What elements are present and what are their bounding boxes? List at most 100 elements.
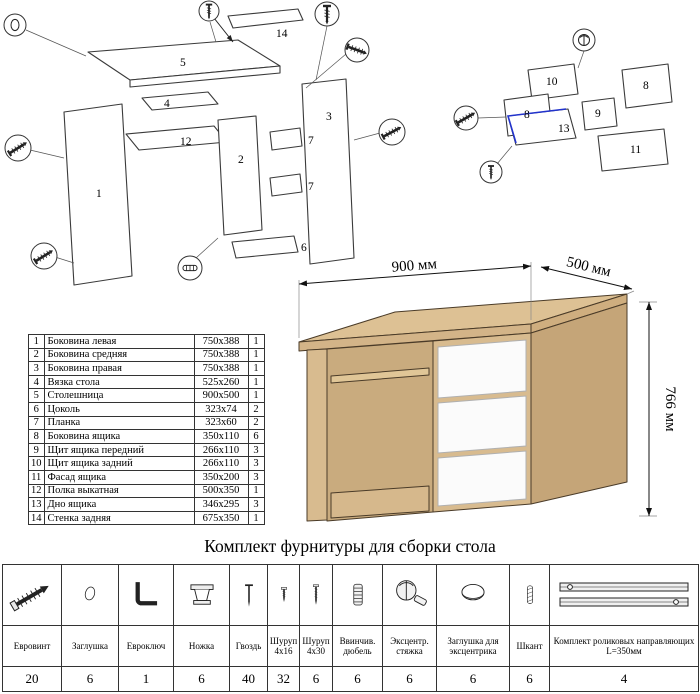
- drawer-slides-icon: [559, 582, 689, 607]
- foot-icon: [189, 584, 214, 605]
- part-label: 3: [326, 111, 332, 123]
- parts-cell-qty: 1: [247, 361, 265, 376]
- parts-cell-num: 14: [28, 510, 45, 526]
- parts-cell-qty: 1: [247, 510, 265, 526]
- desk-exploded-diagram: 14 5 4 12 2 1 3 7 7 6: [3, 0, 406, 286]
- exploded-desk-parts: [63, 8, 355, 286]
- parts-cell-num: 4: [28, 374, 45, 390]
- nail-icon: [244, 584, 253, 607]
- part-drawer-facade: [597, 128, 669, 172]
- part-label: 6: [301, 242, 307, 254]
- parts-cell-name: Щит ящика передний: [43, 442, 195, 458]
- hardware-qty: 1: [118, 666, 174, 692]
- leader-lines: [25, 21, 381, 264]
- part-label: 8: [524, 109, 530, 121]
- parts-cell-size: 675x350: [193, 510, 249, 526]
- dimension-lines: [298, 263, 652, 516]
- part-label: 5: [180, 57, 186, 69]
- drawer-front-2: [437, 395, 527, 454]
- parts-cell-num: 7: [28, 415, 45, 431]
- part-tie-panel: [141, 91, 219, 111]
- screw-in-dowel-icon: [352, 583, 363, 606]
- part-plank-bottom: [269, 173, 303, 197]
- parts-cell-name: Дно ящика: [43, 497, 195, 512]
- hardware-name: Шуруп 4x16: [267, 625, 300, 667]
- parts-cell-qty: 2: [247, 415, 265, 431]
- parts-cell-size: 350x110: [193, 429, 249, 444]
- parts-cell-name: Столешница: [43, 388, 195, 403]
- hardware-name: Эксцентр. стяжка: [382, 625, 437, 667]
- hardware-name: Шкант: [509, 625, 550, 667]
- part-label: 14: [276, 28, 288, 40]
- parts-cell-size: 346x295: [193, 497, 249, 512]
- screw-long-icon: [313, 584, 319, 605]
- part-back-panel: [227, 8, 304, 29]
- parts-cell-qty: 1: [247, 347, 265, 363]
- dim-height-label: 766 мм: [662, 386, 678, 432]
- drawer-exploded-diagram: 10 8 9 8 13 11: [453, 28, 673, 184]
- wood-dowel-icon: [526, 585, 533, 604]
- parts-cell-size: 350x200: [193, 469, 249, 485]
- hardware-qty: 6: [436, 666, 510, 692]
- parts-cell-name: Полка выкатная: [43, 483, 195, 499]
- hardware-name: Заглушка: [61, 625, 119, 667]
- hardware-name: Ввинчив. дюбель: [332, 625, 383, 667]
- part-label: 7: [308, 135, 314, 147]
- parts-cell-name: Стенка задняя: [43, 510, 195, 526]
- hardware-qty-row: 20 6 1 6 40 32 6 6 6 6 6 4: [2, 666, 699, 692]
- parts-cell-qty: 6: [247, 429, 265, 444]
- parts-cell-size: 266x110: [193, 456, 249, 471]
- parts-cell-qty: 1: [247, 334, 265, 349]
- parts-cell-name: Вязка стола: [43, 374, 195, 390]
- screw-small-icon: [280, 587, 287, 602]
- hardware-kit-title: Комплект фурнитуры для сборки стола: [204, 536, 496, 556]
- part-label: 1: [96, 188, 102, 200]
- hardware-name: Шуруп 4x30: [299, 625, 333, 667]
- parts-cell-name: Боковина ящика: [43, 429, 195, 444]
- parts-cell-num: 11: [28, 469, 45, 485]
- part-label: 10: [546, 76, 558, 88]
- parts-cell-num: 5: [28, 388, 45, 403]
- hardware-qty: 6: [509, 666, 550, 692]
- parts-cell-qty: 3: [247, 442, 265, 458]
- parts-cell-num: 2: [28, 347, 45, 363]
- part-drawer-back: [527, 63, 579, 101]
- parts-cell-num: 3: [28, 361, 45, 376]
- leader-lines: [477, 50, 585, 165]
- parts-cell-name: Планка: [43, 415, 195, 431]
- parts-cell-num: 8: [28, 429, 45, 444]
- parts-cell-qty: 1: [247, 388, 265, 403]
- parts-cell-num: 9: [28, 442, 45, 458]
- hardware-name: Заглушка для эксцентрика: [436, 625, 510, 667]
- parts-cell-num: 12: [28, 483, 45, 499]
- parts-cell-num: 1: [28, 334, 45, 349]
- hardware-qty: 6: [61, 666, 119, 692]
- plug-icon: [84, 586, 96, 601]
- parts-cell-name: Фасад ящика: [43, 469, 195, 485]
- parts-cell-size: 266x110: [193, 442, 249, 458]
- part-label: 4: [164, 98, 170, 110]
- parts-cell-name: Боковина средняя: [43, 347, 195, 363]
- part-label: 13: [558, 123, 570, 135]
- desk-right-side: [530, 302, 628, 505]
- exploded-drawer-parts: [503, 63, 673, 172]
- part-tabletop-edge: [129, 65, 281, 88]
- hardware-name: Гвоздь: [229, 625, 268, 667]
- part-drawer-front-shield: [581, 97, 618, 131]
- parts-cell-size: 323x60: [193, 415, 249, 431]
- parts-cell-name: Боковина левая: [43, 334, 195, 349]
- hardware-names-row: Евровинт Заглушка Евроключ Ножка Гвоздь …: [2, 625, 699, 667]
- parts-cell-num: 10: [28, 456, 45, 471]
- parts-cell-name: Щит ящика задний: [43, 456, 195, 471]
